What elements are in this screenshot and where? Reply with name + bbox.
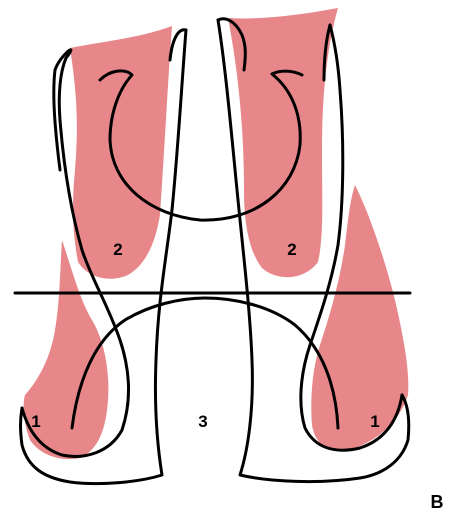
label-region-1-left: 1 xyxy=(31,412,40,431)
shaded-regions xyxy=(24,8,409,459)
label-region-2-right: 2 xyxy=(287,240,296,259)
region-1-right-shading xyxy=(311,185,408,451)
label-region-3-center: 3 xyxy=(198,412,207,431)
label-region-1-right: 1 xyxy=(370,412,379,431)
panel-letter: B xyxy=(431,492,444,512)
label-region-2-left: 2 xyxy=(113,240,122,259)
